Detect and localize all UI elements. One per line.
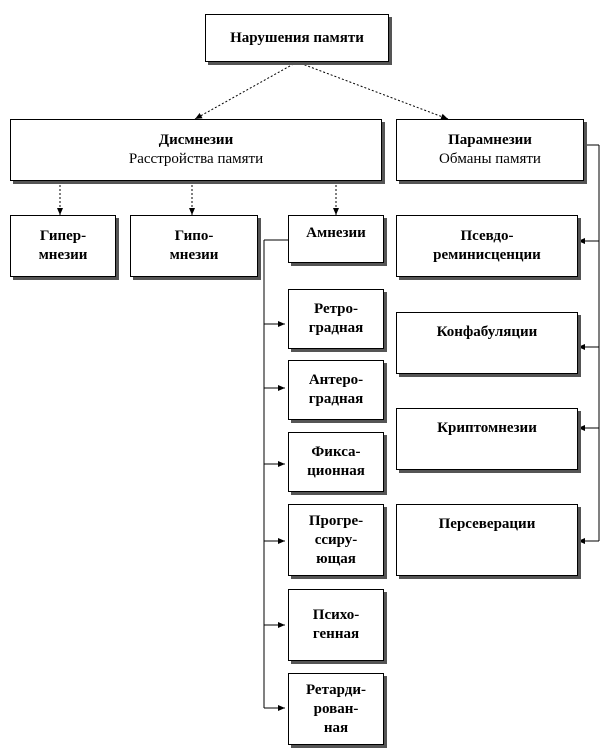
amnesia-type-line-1: Антеро- <box>308 372 364 388</box>
hypermnesia-line-2: мнезии <box>38 247 88 263</box>
paramnesia-type-cryptomnesia: Криптомнезии <box>396 408 578 470</box>
amnesia-type-line-2: ционная <box>307 463 365 479</box>
dysmnesia-title: Дисмнезии <box>158 132 234 148</box>
amnesia-type-progressive: Прогре- ссиру- ющая <box>288 504 384 576</box>
paramnesia-type-line-1: Криптомнезии <box>437 420 537 436</box>
arrow-root-to-paramnesia <box>296 61 449 120</box>
amnesia-type-line-1: Ретарди- <box>305 681 367 698</box>
paramnesia-type-confabulation: Конфабуляции <box>396 312 578 374</box>
amnesia-type-line-2: градная <box>308 391 364 407</box>
root-title: Нарушения памяти <box>230 29 364 46</box>
amnesia-title: Амнезии <box>306 225 366 241</box>
paramnesia-type-line-2: реминисценции <box>433 247 541 263</box>
amnesia-type-fixation: Фикса- ционная <box>288 432 384 492</box>
hypomnesia-line-1: Гипо- <box>174 228 214 244</box>
paramnesia-box: Парамнезии Обманы памяти <box>396 119 584 181</box>
amnesia-type-line-1: Прогре- <box>308 512 364 529</box>
paramnesia-type-perseveration: Персеверации <box>396 504 578 576</box>
amnesia-type-retrograde: Ретро- градная <box>288 289 384 349</box>
paramnesia-type-line-1: Псевдо- <box>460 228 514 244</box>
amnesia-type-line-1: Ретро- <box>313 301 358 317</box>
amnesia-type-line-2: рован- <box>313 700 359 717</box>
dysmnesia-box: Дисмнезии Расстройства памяти <box>10 119 382 181</box>
amnesia-type-line-3: ная <box>323 719 349 736</box>
amnesia-type-line-2: градная <box>308 320 364 336</box>
hypermnesia-line-1: Гипер- <box>39 228 87 244</box>
root-box: Нарушения памяти <box>205 14 389 62</box>
amnesia-type-retarded: Ретарди- рован- ная <box>288 673 384 745</box>
amnesia-type-line-3: ющая <box>316 550 356 567</box>
amnesia-type-line-1: Психо- <box>312 607 360 623</box>
paramnesia-title: Парамнезии <box>448 132 532 148</box>
amnesia-box: Амнезии <box>288 215 384 263</box>
amnesia-type-anterograde: Антеро- градная <box>288 360 384 420</box>
dysmnesia-subtitle: Расстройства памяти <box>128 151 264 167</box>
hypomnesia-line-2: мнезии <box>169 247 219 263</box>
arrow-root-to-dysmnesia <box>194 61 298 120</box>
amnesia-type-line-2: ссиру- <box>314 531 358 548</box>
paramnesia-subtitle: Обманы памяти <box>439 151 541 167</box>
amnesia-type-line-1: Фикса- <box>311 444 361 460</box>
paramnesia-type-pseudoreminiscence: Псевдо- реминисценции <box>396 215 578 277</box>
hypermnesia-box: Гипер- мнезии <box>10 215 116 277</box>
amnesia-type-line-2: генная <box>312 626 360 642</box>
hypomnesia-box: Гипо- мнезии <box>130 215 258 277</box>
amnesia-type-psychogenic: Психо- генная <box>288 589 384 661</box>
paramnesia-type-line-1: Персеверации <box>438 516 536 532</box>
paramnesia-type-line-1: Конфабуляции <box>436 324 538 340</box>
